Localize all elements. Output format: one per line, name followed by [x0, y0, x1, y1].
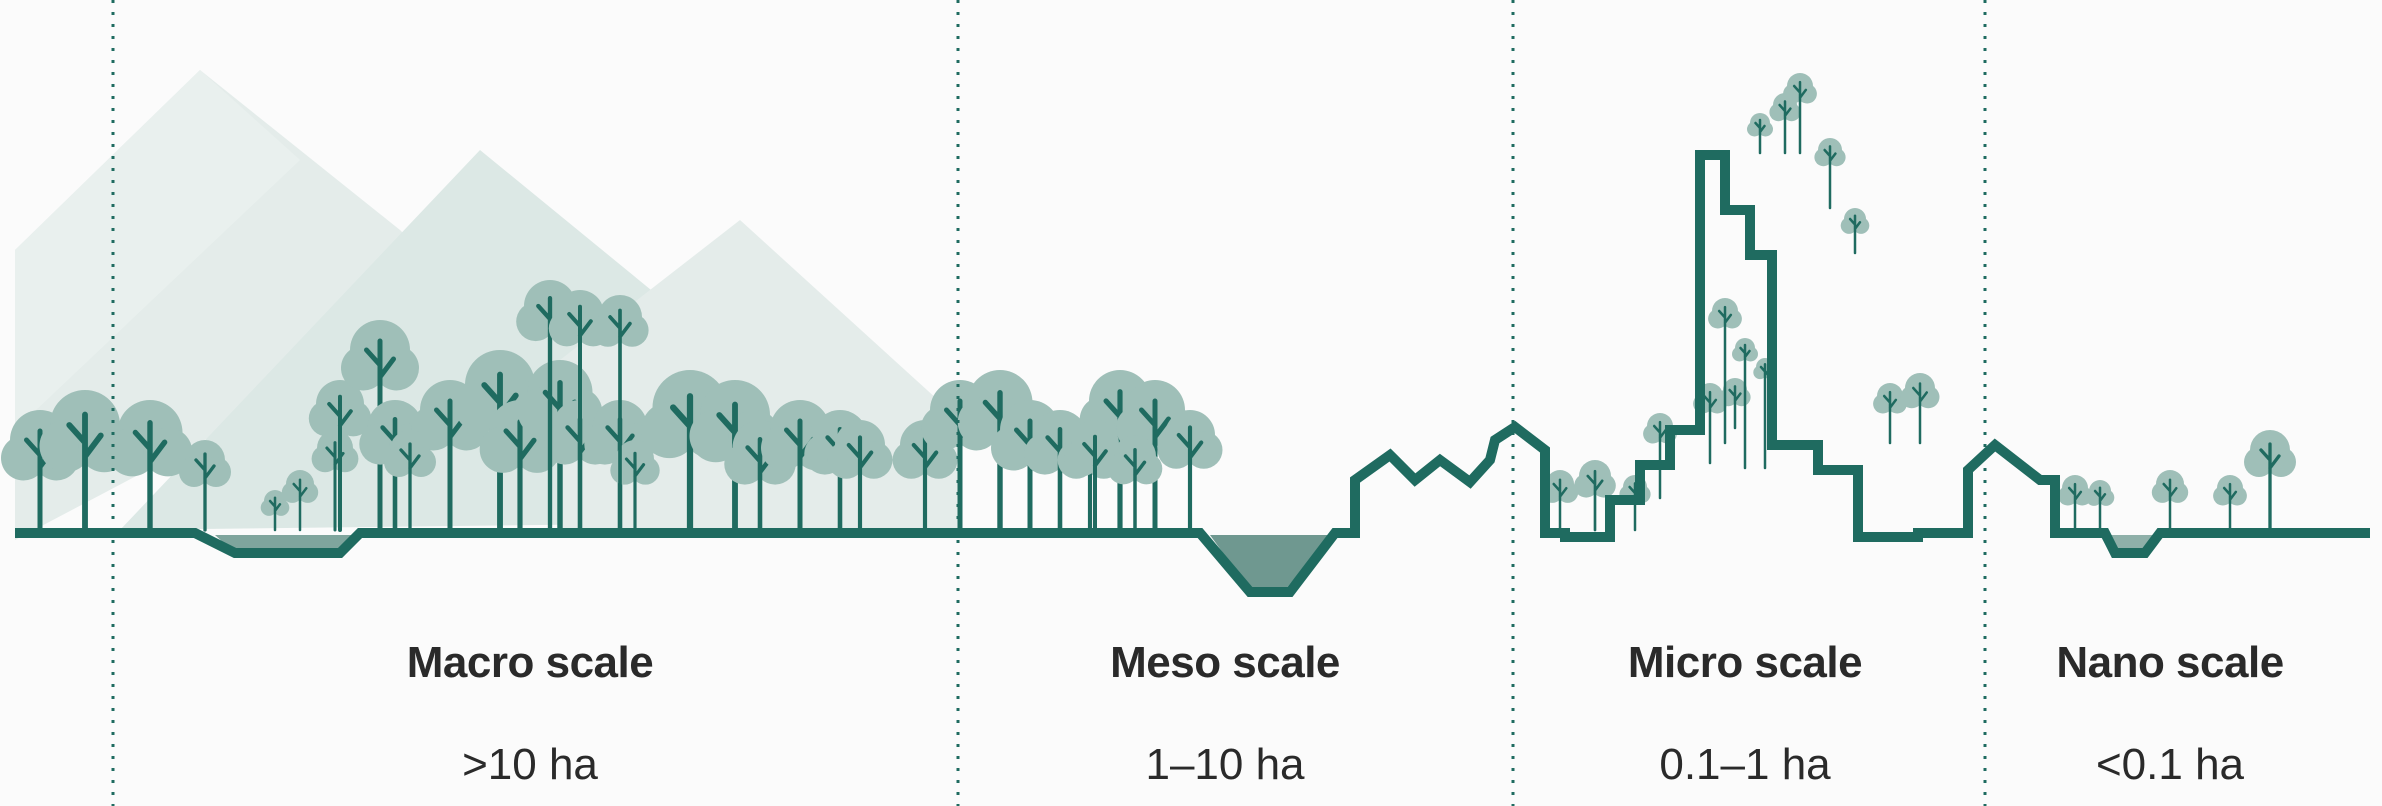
- macro-scale-area: >10 ha: [462, 740, 598, 789]
- tree-icon: [1900, 373, 1940, 445]
- tree-icon: [1157, 410, 1223, 533]
- tree-icon: [591, 295, 649, 532]
- micro-scale-title: Micro scale: [1627, 638, 1863, 687]
- tree-icon: [1732, 338, 1758, 470]
- tree-icon: [1840, 208, 1870, 255]
- tree-icon: [308, 380, 372, 532]
- nano-scale-area: <0.1 ha: [2095, 740, 2245, 789]
- macro-scale-title: Macro scale: [406, 638, 654, 687]
- tree-icon: [260, 490, 290, 532]
- tree-icon: [2058, 475, 2092, 532]
- mountain-left-shade: [15, 70, 300, 430]
- tree-icon: [1107, 435, 1163, 532]
- tree-icon: [1063, 420, 1127, 532]
- tree-icon: [281, 470, 319, 532]
- scale-dividers: [111, 0, 1987, 806]
- meso-scale-title: Meso scale: [1110, 638, 1340, 687]
- tree-icon: [1574, 460, 1616, 532]
- tree-icon: [2085, 480, 2115, 532]
- tree-icon: [610, 440, 660, 532]
- tree-icon: [384, 430, 436, 532]
- nano-scale-title: Nano scale: [2056, 638, 2284, 687]
- tree-icon: [1814, 138, 1846, 210]
- tree-icon: [1708, 298, 1742, 445]
- tree-icon: [179, 440, 231, 532]
- ground-profile-line: [15, 150, 2370, 597]
- tree-icon: [2151, 470, 2189, 532]
- tree-icon: [341, 320, 419, 533]
- tree-icon: [2213, 475, 2247, 532]
- tree-icon: [827, 420, 893, 533]
- trees-layer: [1, 73, 2296, 534]
- meso-scale-area: 1–10 ha: [1145, 740, 1305, 789]
- micro-scale-area: 0.1–1 ha: [1659, 740, 1831, 789]
- tree-icon: [1747, 113, 1773, 155]
- tree-icon: [107, 400, 193, 533]
- tree-icon: [1783, 73, 1817, 155]
- tree-icon: [2244, 430, 2296, 532]
